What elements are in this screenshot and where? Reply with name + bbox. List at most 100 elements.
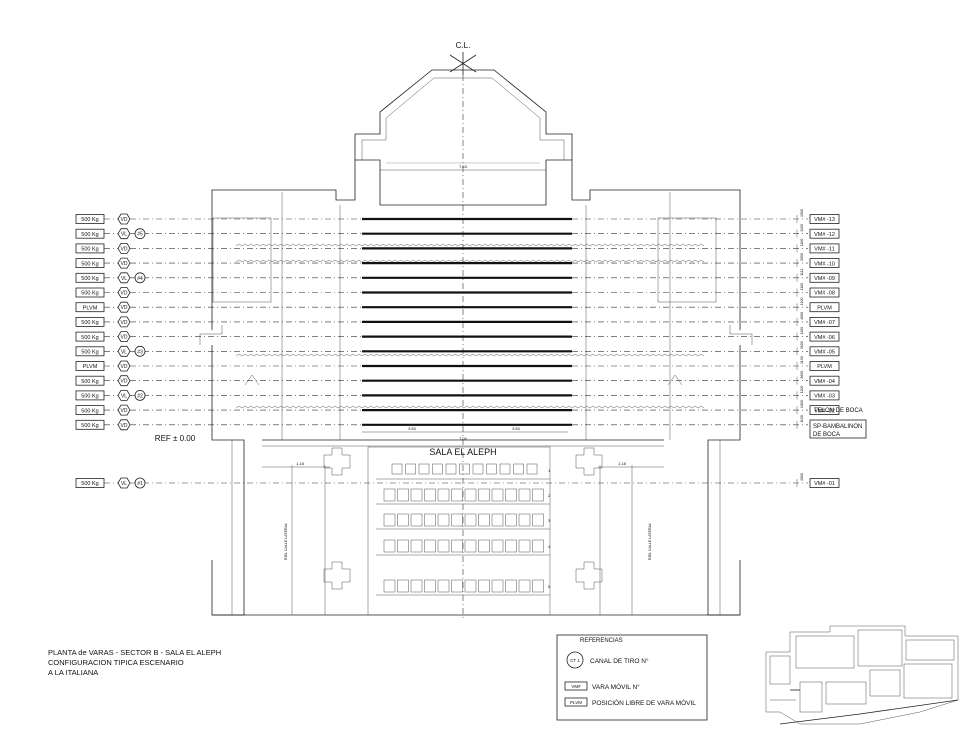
ct-number: #5	[137, 232, 143, 238]
load-label: 500 Kg	[81, 291, 98, 297]
seat	[478, 539, 490, 553]
batten-type-icon	[117, 389, 131, 401]
ct-number: #1	[137, 481, 143, 487]
batten-type-label: VD	[121, 320, 128, 326]
seat	[383, 488, 396, 502]
seat	[491, 539, 504, 553]
seat	[491, 513, 504, 527]
load-box	[75, 228, 105, 239]
seat	[518, 488, 531, 502]
legend-ct-symbol: CT 1	[570, 658, 580, 663]
vara-movil-box	[809, 478, 840, 488]
seat-row-number: 1	[548, 468, 551, 473]
seat	[424, 513, 436, 527]
vara-movil-box	[809, 228, 840, 239]
vara-movil-box	[809, 346, 840, 357]
seat	[437, 539, 450, 553]
vara-movil-label: VM# -07	[814, 320, 835, 326]
batten-type-icon	[117, 242, 131, 254]
vara-movil-box	[809, 405, 840, 416]
seat	[451, 579, 463, 593]
batten-type-label: VD	[121, 364, 128, 370]
dim-top: 7.63	[459, 164, 468, 169]
vara-movil-label: PLVM	[817, 364, 832, 370]
vara-movil-label: VM# -08	[814, 291, 835, 297]
seat	[445, 463, 457, 475]
batten-type-label: VD	[121, 423, 128, 429]
curtain-line	[235, 243, 705, 247]
seat	[397, 579, 409, 593]
drawing-title: PLANTA de VARAS - SECTOR B - SALA EL ALE…	[48, 648, 221, 677]
ct-circle-icon	[134, 228, 146, 240]
vara-movil-box	[809, 272, 840, 283]
load-box	[75, 361, 105, 371]
seat	[418, 463, 430, 475]
load-label: 500 Kg	[81, 350, 98, 356]
batten-type-icon	[117, 404, 131, 416]
load-box	[75, 390, 105, 401]
seat	[499, 463, 511, 475]
seat	[513, 463, 524, 475]
seat	[491, 579, 504, 593]
dim-value: 1100	[800, 386, 804, 394]
bambalinon-line-1: SP-BAMBALINON	[813, 424, 862, 430]
vara-movil-label: VM# -01	[814, 481, 835, 487]
load-box	[75, 243, 105, 254]
dim-value: 1111	[800, 269, 804, 276]
dim-left-half: 3.50	[408, 426, 417, 431]
batten-type-label: VD	[121, 335, 128, 341]
batten-type-icon	[117, 477, 131, 489]
seat	[464, 579, 477, 593]
dim-right-half: 3.50	[512, 426, 521, 431]
building-outline: 7.63 7.00 3.50 3.50	[155, 69, 753, 616]
seat	[383, 539, 396, 553]
load-box	[75, 214, 105, 224]
load-label: 500 Kg	[81, 423, 98, 429]
seat	[532, 539, 544, 553]
batten-type-icon	[117, 228, 131, 240]
load-box	[75, 302, 105, 313]
seat	[464, 513, 477, 527]
load-label: 500 Kg	[81, 481, 98, 487]
dim-bottom: 7.00	[459, 436, 468, 441]
vara-movil-label: VM# -03	[814, 394, 835, 400]
seat	[491, 488, 504, 502]
dim-value: 4600	[800, 312, 804, 320]
seat	[432, 463, 443, 475]
title-line-2: CONFIGURACION TIPICA ESCENARIO	[48, 658, 184, 667]
dim-value: 3600	[800, 341, 804, 349]
vara-movil-label: VM# -11	[814, 247, 834, 253]
batten-type-icon	[117, 331, 131, 343]
seat	[383, 513, 396, 527]
vara-movil-box	[809, 361, 840, 371]
seat	[424, 539, 436, 553]
title-line-1: PLANTA de VARAS - SECTOR B - SALA EL ALE…	[48, 648, 221, 657]
seat	[410, 488, 423, 502]
batten-type-label: VL	[121, 393, 127, 399]
center-line-label: C.L.	[456, 41, 471, 50]
batten-type-label: VD	[121, 305, 128, 311]
dim-value: 4600	[800, 473, 804, 481]
batten-type-label: VD	[121, 261, 128, 267]
vara-movil-box	[809, 258, 840, 269]
vara-movil-box	[809, 302, 840, 313]
load-box	[75, 287, 105, 298]
seat	[451, 539, 463, 553]
seat	[478, 488, 490, 502]
seat	[532, 513, 544, 527]
load-box	[75, 478, 105, 488]
seat	[424, 579, 436, 593]
vara-movil-label: VM# -02	[814, 408, 835, 414]
key-plan-map	[765, 625, 959, 725]
calle-lateral-left: RIEL CALLE LATERAL	[284, 523, 288, 560]
